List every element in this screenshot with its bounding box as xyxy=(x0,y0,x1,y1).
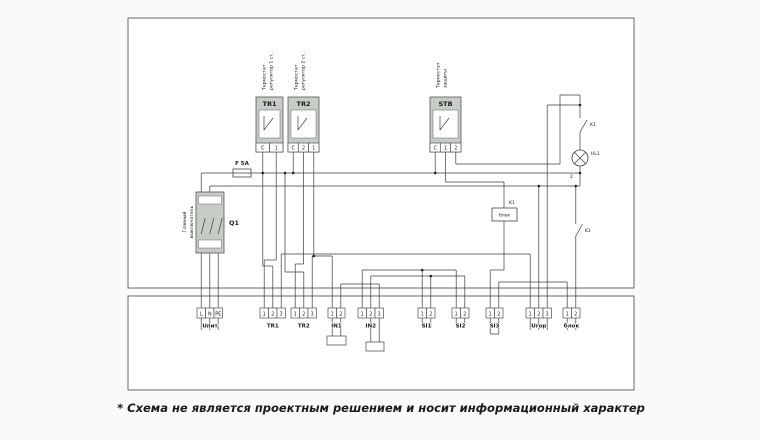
tr2-caption-line1: Термостат xyxy=(294,64,300,91)
tr1-caption-line2: регулятор 1 ст. xyxy=(269,53,275,90)
k1-coil-label: K1 xyxy=(509,200,515,206)
blok-strip-1: 1 xyxy=(566,312,569,318)
terminal-group-tr1: 1 2 3 TR1 xyxy=(259,307,286,330)
upit-terminal-n: N xyxy=(208,312,212,318)
stb-caption-line2: защиты xyxy=(444,69,449,88)
component-q1: Q1 Главный выключатель xyxy=(181,191,240,254)
si2-strip-1: 1 xyxy=(455,312,458,318)
stb-terminal-2: 2 xyxy=(454,146,457,152)
blok-box xyxy=(491,207,518,222)
k1-upper-contact-label: K1 xyxy=(590,122,596,128)
terminal-group-si1: 1 2 SI1 xyxy=(417,307,436,330)
upit-terminal-pe: PE xyxy=(215,312,221,318)
ugor-strip-1: 1 xyxy=(529,312,532,318)
in2-group-label: IN2 xyxy=(366,324,377,330)
stb-terminal-1: 1 xyxy=(444,146,447,152)
tr1-strip-1: 1 xyxy=(263,312,266,318)
in1-external-sensor xyxy=(326,335,347,346)
tr1-group-label: TR1 xyxy=(267,324,279,330)
si3-strip-2: 2 xyxy=(497,312,500,318)
in1-strip-1: 1 xyxy=(331,312,334,318)
blok-group-label: блок xyxy=(564,323,580,330)
tr2-strip-3: 3 xyxy=(311,312,314,318)
si1-group-label: SI1 xyxy=(422,324,432,330)
si3-strip-1: 1 xyxy=(489,312,492,318)
si3-group-label: SI3 xyxy=(490,324,500,330)
q1-caption-line1: Главный xyxy=(181,212,188,233)
junction-dots xyxy=(261,103,582,278)
ugor-strip-2: 2 xyxy=(537,312,540,318)
in1-strip-2: 2 xyxy=(339,312,342,318)
component-stb: STB C 1 2 Термостат защиты xyxy=(429,62,462,153)
tr1-ref-label: TR1 xyxy=(263,100,277,108)
terminal-strip: L N PE Uпит 1 2 3 TR1 1 2 3 TR2 1 xyxy=(196,307,581,330)
hl1-label: HL1 xyxy=(591,151,600,157)
k1-lower-contact-label: K1 xyxy=(585,228,591,234)
lamp-hl1: HL1 2 xyxy=(570,149,600,180)
wires xyxy=(200,94,588,342)
si1-strip-2: 2 xyxy=(429,312,432,318)
terminal-group-in2: 1 2 3 IN2 xyxy=(357,307,384,330)
terminal-group-tr2: 1 2 3 TR2 xyxy=(290,307,317,330)
tr1-strip-2: 2 xyxy=(271,312,274,318)
upit-group-label: Uпит xyxy=(202,324,218,330)
q1-caption-line2: выключатель xyxy=(190,205,195,238)
terminal-group-upit: L N PE Uпит xyxy=(196,307,223,330)
stb-terminal-c: C xyxy=(434,146,438,152)
in1-group-label: IN1 xyxy=(331,324,342,330)
terminal-group-si2: 1 2 SI2 xyxy=(451,307,470,330)
tr1-strip-3: 3 xyxy=(280,312,283,318)
tr1-terminal-c: C xyxy=(261,146,265,152)
footer-disclaimer: * Схема не является проектным решением и… xyxy=(117,401,645,415)
si2-group-label: SI2 xyxy=(456,324,466,330)
blok-strip-2: 2 xyxy=(574,312,577,318)
tr2-ref-label: TR2 xyxy=(297,100,311,108)
ugor-group-label: Uгор xyxy=(531,324,546,330)
upit-terminal-l: L xyxy=(200,312,203,318)
hl1-pin-label: 2 xyxy=(570,174,573,180)
tr1-terminal-1: 1 xyxy=(275,146,278,152)
tr2-terminal-1: 1 xyxy=(312,146,315,152)
tr1-caption-line1: Термостат xyxy=(262,64,268,91)
si1-strip-1: 1 xyxy=(421,312,424,318)
si2-strip-2: 2 xyxy=(463,312,466,318)
in2-external-sensor xyxy=(365,341,385,352)
fuse-label: F 5A xyxy=(235,161,249,167)
ugor-strip-3: 3 xyxy=(546,312,549,318)
fuse-f5a: F 5A xyxy=(232,161,252,178)
in2-strip-1: 1 xyxy=(361,312,364,318)
tr2-strip-1: 1 xyxy=(294,312,297,318)
stb-ref-label: STB xyxy=(438,100,452,108)
tr2-terminal-2: 2 xyxy=(302,146,305,152)
component-tr2: TR2 C 2 1 Термостат регулятор 2 ст. xyxy=(287,53,320,153)
terminal-group-in1: 1 2 IN1 xyxy=(327,307,346,330)
in2-strip-2: 2 xyxy=(369,312,372,318)
terminal-group-si3: 1 2 SI3 xyxy=(485,307,504,330)
stb-caption-line1: Термостат xyxy=(436,62,442,89)
terminal-group-ugor: 1 2 3 Uгор xyxy=(525,307,552,330)
component-tr1: TR1 C 1 Термостат регулятор 1 ст. xyxy=(255,53,284,153)
tr2-terminal-c: C xyxy=(292,146,296,152)
tr2-caption-line2: регулятор 2 ст. xyxy=(301,53,307,90)
q1-ref-label: Q1 xyxy=(229,219,240,227)
blok-box-label: блок xyxy=(499,213,510,219)
relay-block: K1 блок xyxy=(491,200,518,222)
in2-strip-3: 3 xyxy=(378,312,381,318)
tr2-strip-2: 2 xyxy=(302,312,305,318)
tr2-group-label: TR2 xyxy=(298,324,310,330)
terminal-group-blok: 1 2 блок xyxy=(562,307,581,330)
